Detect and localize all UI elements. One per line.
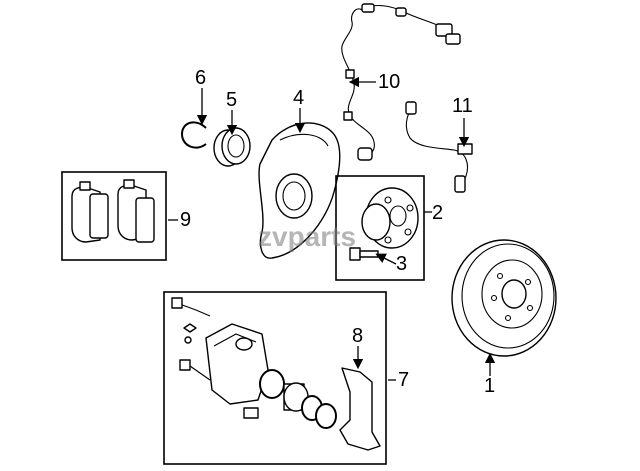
callout-5: 5 [226,89,237,111]
callout-4: 4 [293,87,304,109]
callout-7: 7 [398,369,409,391]
abs-sensor-harness [341,3,461,161]
brake-hose [405,101,473,193]
caliper-box [163,291,387,465]
brake-caliper [205,323,269,419]
wheel-hub [361,187,419,249]
wheel-bearing [213,127,251,167]
brake-rotor [451,239,557,357]
callout-9: 9 [180,209,191,231]
snap-ring [181,121,207,149]
callout-8: 8 [352,325,363,347]
callout-2: 2 [432,202,443,224]
caliper-bracket [339,367,381,451]
brake-pad-box [61,171,167,261]
brake-pad-set [71,179,155,243]
watermark: zvparts [258,221,356,252]
callout-11: 11 [452,95,473,117]
caliper-hardware [171,297,211,381]
caliper-piston [259,369,337,429]
callout-10: 10 [378,71,400,93]
hub-box [335,175,425,281]
callout-1: 1 [484,375,495,397]
dust-shield [258,122,341,259]
callout-6: 6 [195,67,206,89]
callout-3: 3 [396,253,407,275]
